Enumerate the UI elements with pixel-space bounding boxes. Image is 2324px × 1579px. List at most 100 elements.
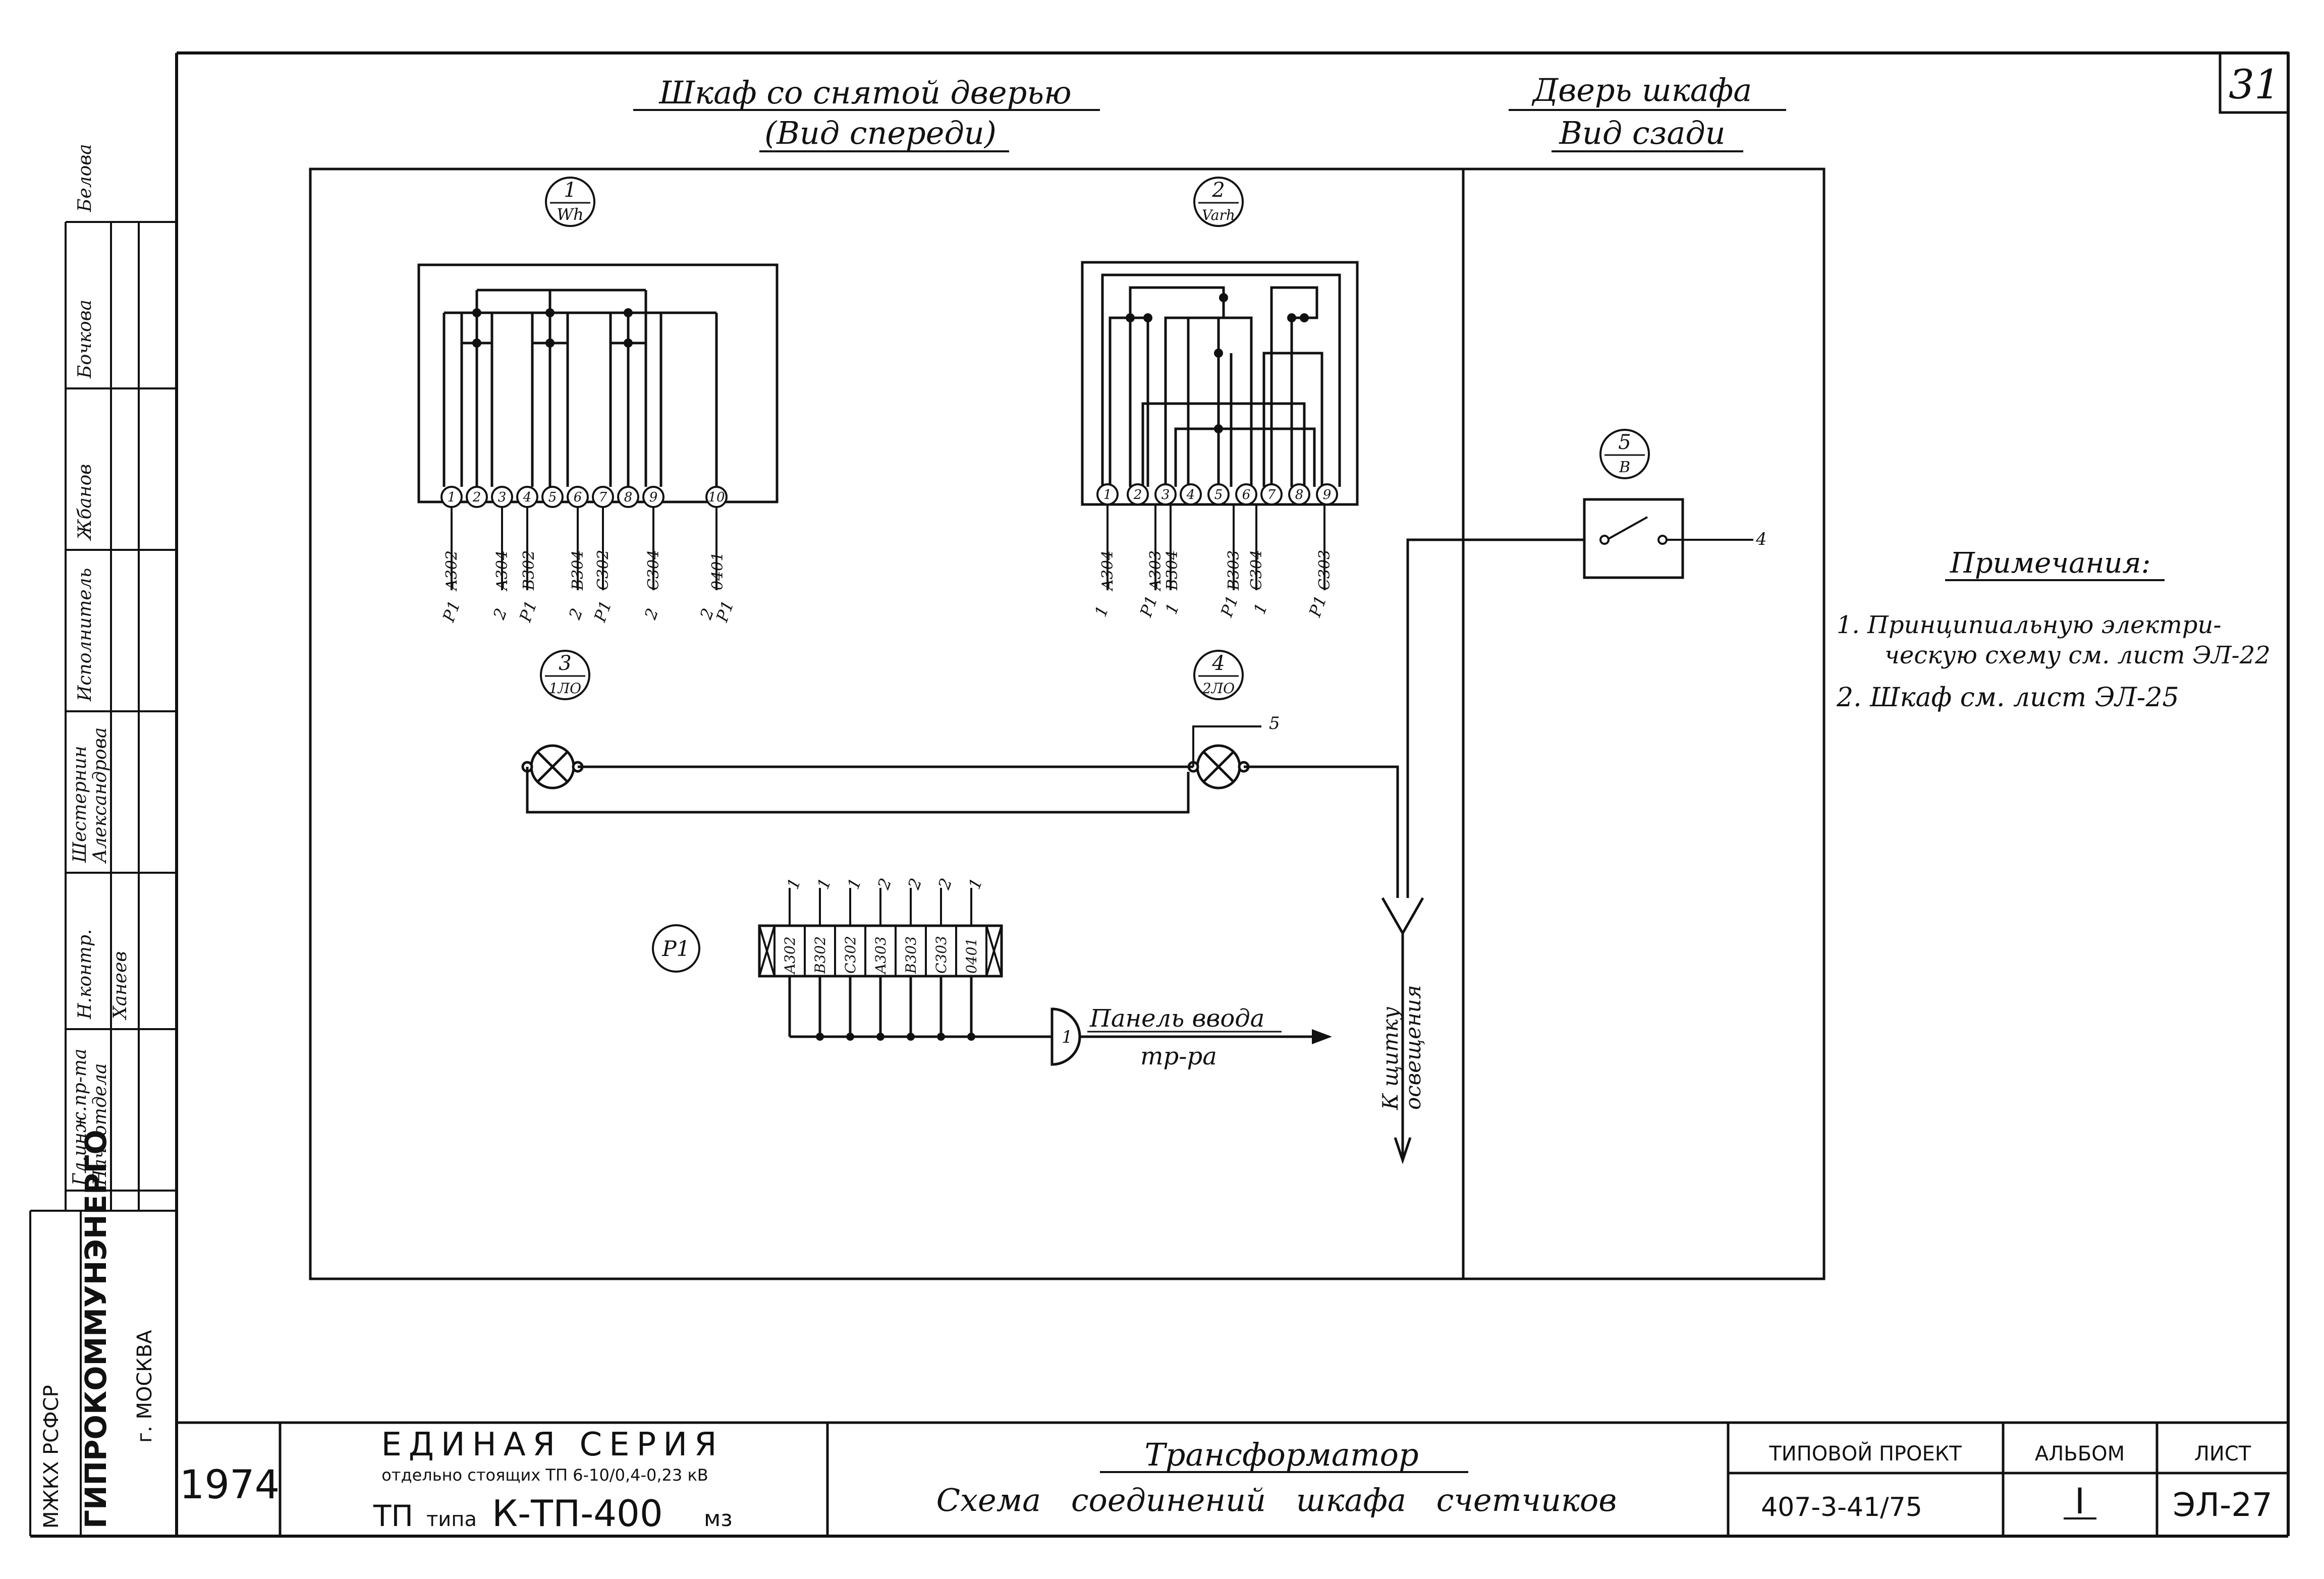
svg-text:B302: B302 <box>520 550 538 591</box>
svg-text:B304: B304 <box>1164 550 1181 591</box>
svg-text:10: 10 <box>708 490 725 505</box>
panel-label-1: Панель ввода <box>1089 1004 1264 1033</box>
svg-text:2: 2 <box>904 876 925 892</box>
lamp-wiring <box>526 538 1584 898</box>
svg-text:Гл.инж.пр-та: Гл.инж.пр-та <box>70 1049 90 1186</box>
meter-2-terminals <box>1096 483 1338 505</box>
view-titles: Шкаф со снятой дверью (Вид спереди) Двер… <box>633 72 1786 152</box>
terminal-block-tag: P1 <box>652 924 700 973</box>
meter-1-wire-destinations: P1 2 P1 2 P1 2 2 P1 <box>438 598 737 625</box>
svg-text:5: 5 <box>548 490 557 505</box>
door-view-title: Дверь шкафа <box>1531 72 1752 108</box>
svg-text:3: 3 <box>498 490 507 505</box>
lamp-1-tag: 3 1ЛО <box>540 650 590 700</box>
subject: Трансформатор <box>1144 1436 1418 1473</box>
note-2: 2. Шкаф см. лист ЭЛ-25 <box>1836 683 2179 713</box>
svg-text:B304: B304 <box>569 550 587 591</box>
svg-text:7: 7 <box>1267 487 1276 502</box>
svg-text:1: 1 <box>813 876 835 892</box>
svg-text:Шестернин: Шестернин <box>70 746 90 863</box>
cabinet-view-subtitle: (Вид спереди) <box>764 115 997 151</box>
svg-text:2: 2 <box>565 606 586 623</box>
meter-1-tag: 1 Wh <box>545 177 595 227</box>
svg-text:6: 6 <box>1242 487 1251 502</box>
meter-2-wire-labels: A304 A303 B304 B303 C304 C303 <box>1099 550 1334 592</box>
sheet-frame <box>30 51 2290 1538</box>
album-label: АЛЬБОМ <box>2035 1442 2125 1465</box>
svg-text:8: 8 <box>1295 487 1304 502</box>
project-type: ТП типа К-ТП-400 мз <box>373 1492 733 1535</box>
svg-text:Александрова: Александрова <box>90 727 110 864</box>
panel-feed: 1 Панель ввода тр-ра <box>1050 1004 1332 1070</box>
meter-1-terminals <box>440 486 728 508</box>
svg-text:1: 1 <box>844 876 865 892</box>
svg-text:Жбанов: Жбанов <box>75 464 95 541</box>
lighting-label-1: К щитку <box>1378 1006 1403 1110</box>
svg-text:P1: P1 <box>515 598 540 625</box>
lamp-2-symbol <box>1187 744 1250 790</box>
svg-text:C302: C302 <box>842 936 859 974</box>
meter-2-internal-wiring <box>1101 273 1341 487</box>
svg-text:2: 2 <box>1133 487 1142 502</box>
lamp-2-wire-label: 5 <box>1269 713 1280 734</box>
svg-text:Н.контр.: Н.контр. <box>75 929 95 1020</box>
svg-text:C303: C303 <box>1316 550 1334 590</box>
meter-1-output-wires <box>451 507 717 590</box>
svg-text:B303: B303 <box>1225 550 1243 591</box>
svg-text:P1: P1 <box>590 598 615 625</box>
svg-text:A303: A303 <box>872 936 889 975</box>
svg-text:P1: P1 <box>1216 593 1242 619</box>
project-value: 407-3-41/75 <box>1761 1492 1922 1522</box>
svg-text:1: 1 <box>1250 601 1271 617</box>
sheet-label: ЛИСТ <box>2194 1442 2251 1465</box>
svg-text:4: 4 <box>1186 487 1195 502</box>
side-stamp: МЖКХ РСФСР ГИПРОКОММУНЭНЕРГО г. МОСКВА Г… <box>29 144 177 1536</box>
switch-5: 5 B 4 <box>1583 429 1767 579</box>
svg-text:2: 2 <box>472 490 481 505</box>
terminal-block-bottom-bus <box>788 976 1052 1038</box>
svg-text:8: 8 <box>624 490 633 505</box>
svg-text:A302: A302 <box>443 550 461 592</box>
svg-text:C303: C303 <box>933 936 950 974</box>
switch-wire-label: 4 <box>1755 529 1767 549</box>
svg-text:2: 2 <box>934 876 956 892</box>
switch-symbol <box>1599 516 1753 545</box>
bus-junctions <box>816 1033 975 1041</box>
svg-text:0401: 0401 <box>709 552 727 590</box>
svg-text:0401: 0401 <box>963 938 980 974</box>
note-1-line-1: 1. Принципиальную электри- <box>1837 611 2222 639</box>
plug-number: 1 <box>1062 1027 1073 1047</box>
note-1-line-2: ческую схему см. лист ЭЛ-22 <box>1885 641 2271 669</box>
svg-text:1: 1 <box>783 876 805 892</box>
svg-text:ТП: ТП <box>373 1499 413 1533</box>
svg-text:P1: P1 <box>1136 593 1161 619</box>
svg-text:B303: B303 <box>903 936 919 974</box>
svg-text:1: 1 <box>1161 601 1183 617</box>
meter-1-internal-wiring <box>442 289 718 487</box>
svg-text:Белова: Белова <box>75 144 95 212</box>
svg-text:9: 9 <box>1323 487 1332 502</box>
svg-text:Нач. отдела: Нач. отдела <box>90 1063 110 1186</box>
svg-text:1: 1 <box>448 490 456 505</box>
stamp-org-2: ГИПРОКОММУНЭНЕРГО <box>79 1130 113 1529</box>
svg-text:4: 4 <box>1211 652 1225 675</box>
title-block: 1974 ЕДИНАЯ СЕРИЯ отдельно стоящих ТП 6-… <box>177 1421 2288 1536</box>
notes-title: Примечания: <box>1950 547 2150 580</box>
meter-2-tag: 2 Varh <box>1193 177 1244 227</box>
svg-text:C302: C302 <box>594 550 612 590</box>
stamp-names: Ханеев Шестернин Александрова Жбанов Боч… <box>70 144 131 1021</box>
lamp-1-symbol <box>521 744 584 790</box>
stamp-roles: Гл.инж.пр-та Нач. отдела Н.контр. Исполн… <box>70 568 110 1186</box>
svg-text:2: 2 <box>640 606 662 623</box>
cabinet-outline <box>309 167 1825 1280</box>
svg-text:3: 3 <box>1161 487 1170 502</box>
terminal-block-end-caps <box>758 925 1003 977</box>
lighting-feeder <box>1381 897 1424 1164</box>
terminal-block-top-wires <box>789 888 972 926</box>
svg-text:C304: C304 <box>1248 550 1265 590</box>
switch-body <box>1583 498 1684 579</box>
notes: Примечания: 1. Принципиальную электри- ч… <box>1836 547 2271 713</box>
svg-text:B302: B302 <box>812 936 828 974</box>
svg-text:1: 1 <box>1091 603 1113 619</box>
